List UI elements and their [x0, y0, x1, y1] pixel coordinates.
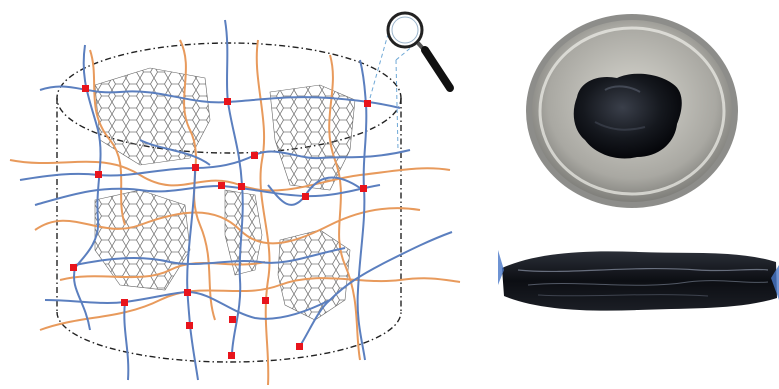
crosslink	[229, 316, 236, 323]
crosslink	[121, 299, 128, 306]
blue-chain	[187, 168, 198, 380]
crosslink	[186, 322, 193, 329]
dish-photo	[525, 12, 740, 210]
magnifier-icon	[388, 13, 450, 88]
crosslink	[82, 85, 89, 92]
crosslink	[95, 171, 102, 178]
crosslink	[302, 193, 309, 200]
orange-chain	[40, 278, 460, 330]
go-sheet	[95, 190, 190, 290]
crosslink	[228, 352, 235, 359]
go-sheet	[270, 85, 355, 190]
crosslink	[218, 182, 225, 189]
blue-chain	[124, 302, 128, 380]
crosslink	[251, 152, 258, 159]
crosslink	[296, 343, 303, 350]
crosslink	[360, 185, 367, 192]
go-sheet	[95, 68, 210, 165]
film-photo	[498, 240, 779, 320]
crosslink	[70, 264, 77, 271]
crosslink	[184, 289, 191, 296]
crosslink	[238, 183, 245, 190]
crosslink	[192, 164, 199, 171]
graphene-oxide-sheets	[95, 68, 355, 320]
crosslink	[262, 297, 269, 304]
crosslink	[224, 98, 231, 105]
orange-chain	[257, 40, 270, 385]
crosslink	[364, 100, 371, 107]
